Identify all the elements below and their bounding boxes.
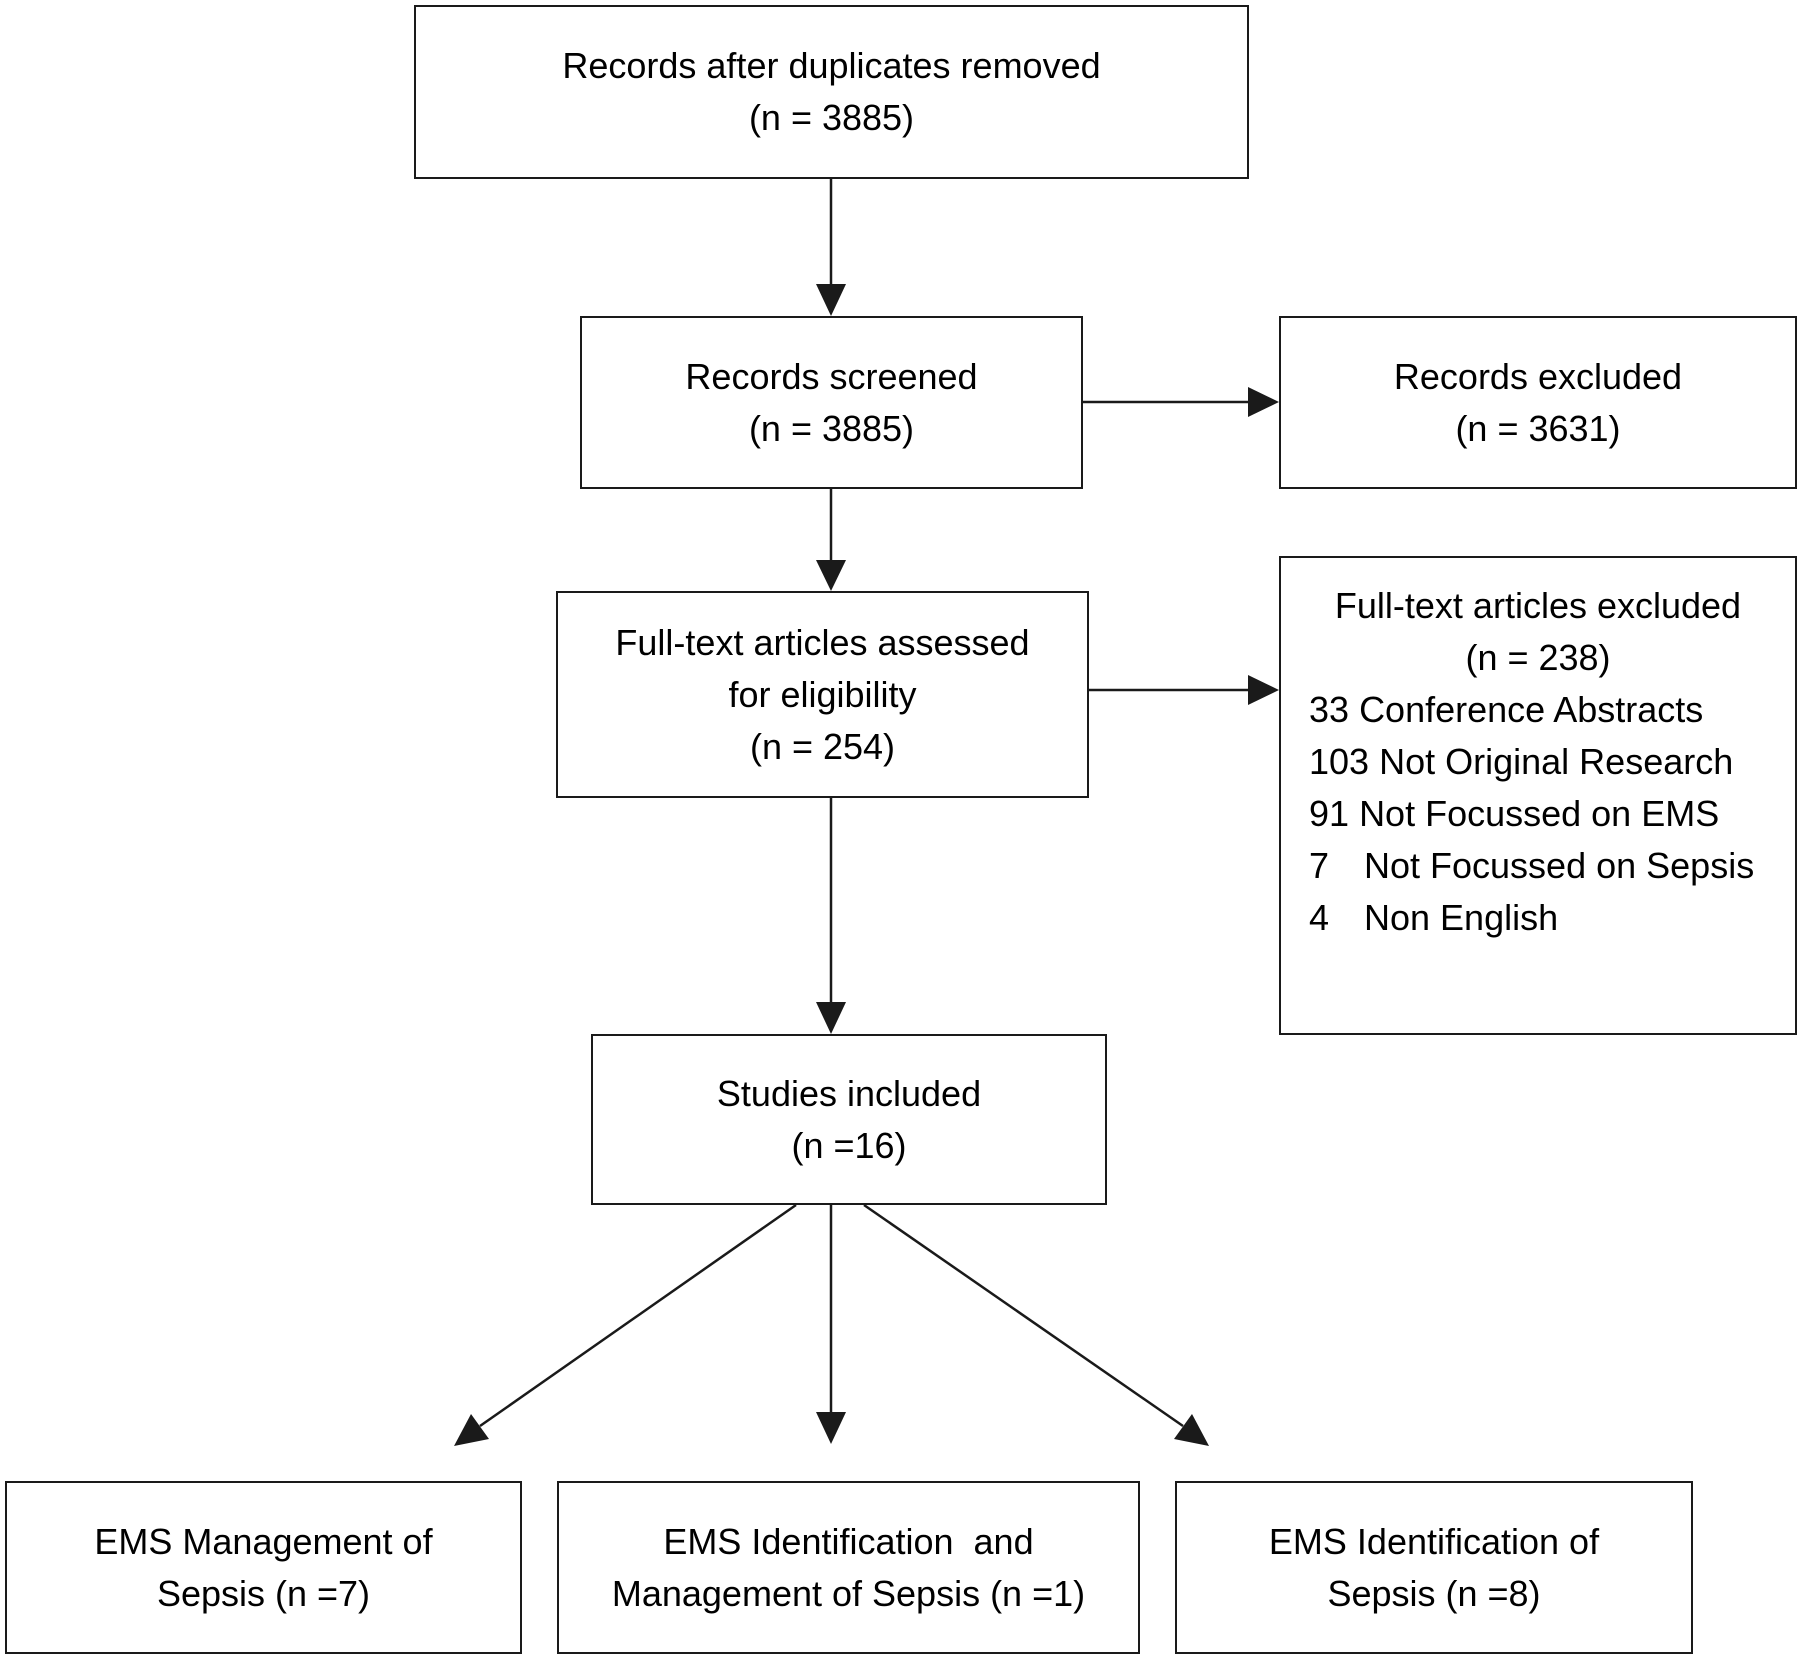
exclusion-reason: 91 Not Focussed on EMS	[1309, 788, 1795, 840]
box-line: Management of Sepsis (n =1)	[611, 1572, 1086, 1614]
box-line: Records after duplicates removed	[562, 45, 1101, 86]
exclusion-reasons-list: 33 Conference Abstracts 103 Not Original…	[1281, 684, 1795, 944]
arrow-included-to-management	[479, 1203, 797, 1428]
box-line: Records excluded	[1393, 355, 1683, 397]
arrowhead-screened-to-fulltext	[816, 560, 846, 591]
box-line: EMS Identification of	[1268, 1520, 1600, 1562]
arrowhead-fulltext-to-included	[816, 1002, 846, 1034]
reason-count: 4	[1309, 897, 1330, 938]
arrowhead-screened-to-excluded	[1248, 387, 1279, 417]
exclusion-reason: 4 Non English	[1309, 892, 1795, 944]
box-line: Full-text articles assessed	[615, 621, 1030, 663]
arrowhead-fulltext-to-excluded	[1248, 675, 1279, 705]
fulltext-assessed-box: Full-text articles assessed for eligibil…	[556, 591, 1089, 798]
exclusion-reason: 33 Conference Abstracts	[1309, 684, 1795, 736]
ems-management-box: EMS Management of Sepsis (n =7)	[5, 1481, 522, 1654]
records-excluded-box: Records excluded (n = 3631)	[1279, 316, 1797, 489]
box-line: EMS Identification and	[663, 1520, 1034, 1562]
exclusion-reason: 7 Not Focussed on Sepsis	[1309, 840, 1795, 892]
reason-label: Not Focussed on EMS	[1359, 793, 1720, 834]
reason-count: 33	[1309, 689, 1350, 730]
fulltext-excluded-title: Full-text articles excluded	[1334, 585, 1742, 626]
box-line: Records screened	[685, 355, 978, 397]
box-line: Sepsis (n =7)	[156, 1572, 371, 1614]
arrowhead-included-to-identification	[1174, 1414, 1209, 1446]
studies-included-box: Studies included (n =16)	[591, 1034, 1107, 1205]
reason-label: Not Original Research	[1379, 741, 1734, 782]
box-count: (n = 3885)	[748, 97, 915, 138]
fulltext-excluded-box: Full-text articles excluded (n = 238) 33…	[1279, 556, 1797, 1035]
arrowhead-included-to-management	[454, 1414, 489, 1446]
box-line: Sepsis (n =8)	[1327, 1572, 1541, 1614]
reason-label: Conference Abstracts	[1359, 689, 1704, 730]
arrowhead-removed-to-screened	[816, 284, 846, 316]
arrow-included-to-identification	[863, 1203, 1184, 1428]
reason-count: 91	[1309, 793, 1350, 834]
reason-count: 103	[1309, 741, 1370, 782]
box-count: (n = 3631)	[1455, 407, 1621, 449]
box-count: (n = 3885)	[748, 407, 915, 449]
ems-identification-management-box: EMS Identification and Management of Sep…	[557, 1481, 1140, 1654]
box-line: EMS Management of	[94, 1520, 433, 1562]
arrowhead-included-to-ident-mgmt	[816, 1412, 846, 1444]
box-line: Studies included	[716, 1072, 982, 1114]
records-after-duplicates-box: Records after duplicates removed (n = 38…	[414, 5, 1249, 179]
box-count: (n =16)	[791, 1124, 907, 1166]
box-line: for eligibility	[728, 673, 917, 715]
box-count: (n = 254)	[749, 725, 896, 767]
reason-count: 7	[1309, 845, 1330, 886]
ems-identification-box: EMS Identification of Sepsis (n =8)	[1175, 1481, 1693, 1654]
records-screened-box: Records screened (n = 3885)	[580, 316, 1083, 489]
reason-label: Non English	[1364, 897, 1559, 938]
reason-label: Not Focussed on Sepsis	[1364, 845, 1755, 886]
exclusion-reason: 103 Not Original Research	[1309, 736, 1795, 788]
fulltext-excluded-count: (n = 238)	[1465, 637, 1611, 678]
